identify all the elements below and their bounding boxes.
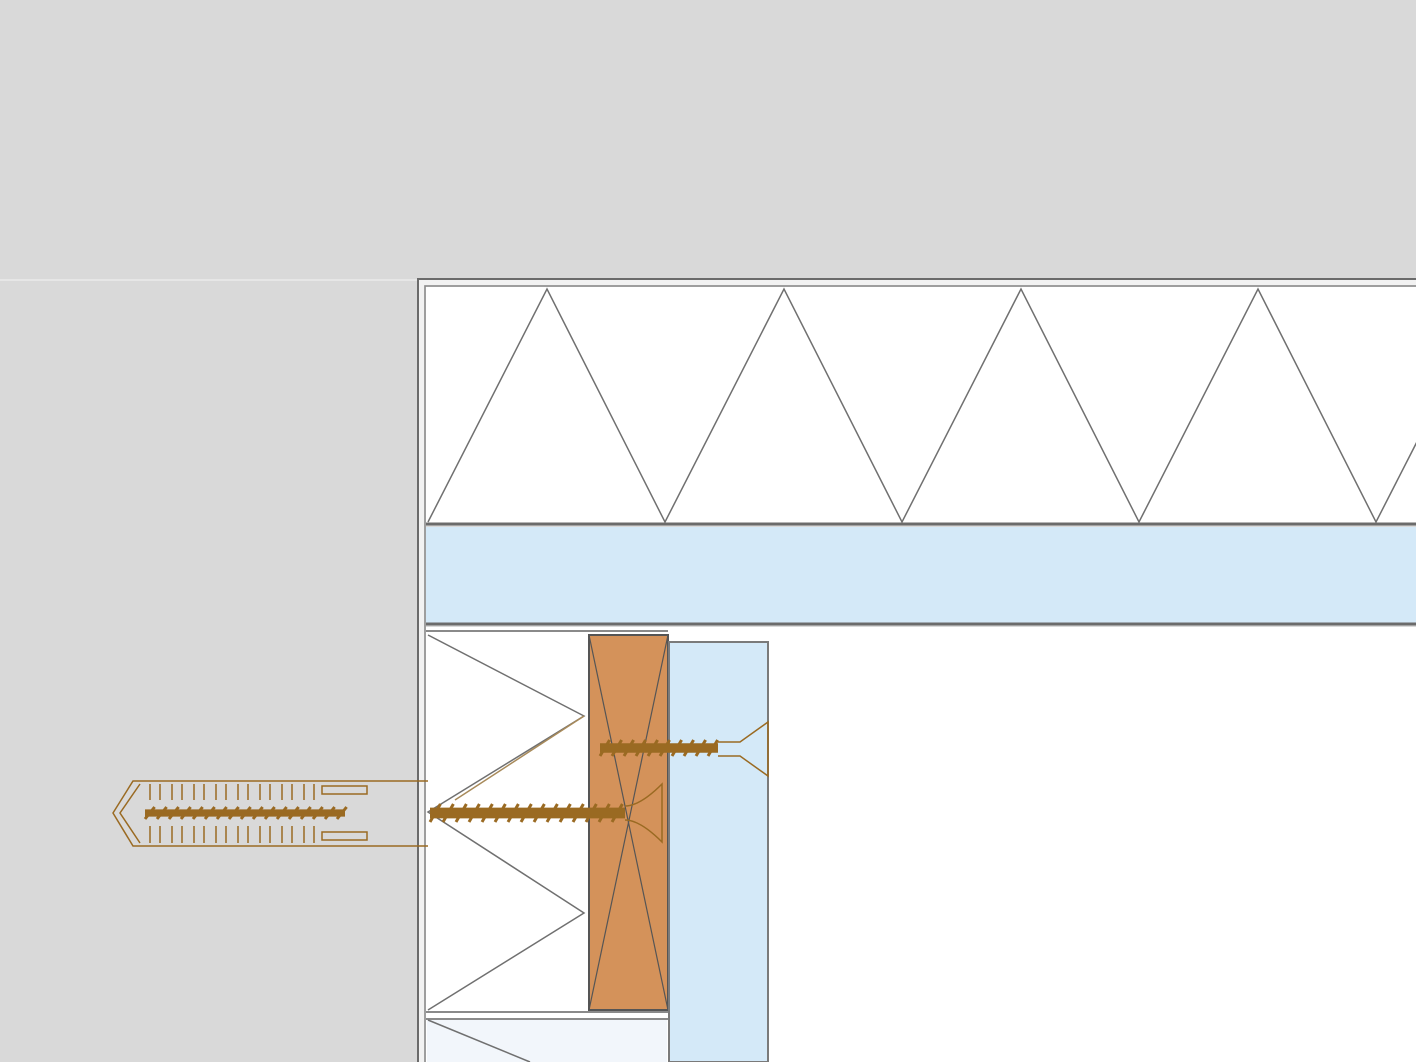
wood-stud-cross — [588, 634, 669, 1011]
screw-thread — [299, 806, 312, 820]
screw-guide-line — [454, 715, 585, 801]
screw-thread — [598, 739, 611, 757]
screw-thread — [558, 803, 572, 823]
top-board — [426, 527, 1416, 623]
wall-insulation-zigzag — [426, 634, 586, 1011]
screw-thread — [597, 803, 611, 823]
room-area — [426, 627, 1416, 1062]
screw-thread — [203, 806, 216, 820]
screw-thread — [263, 806, 276, 820]
frame-gap-left — [419, 280, 424, 1062]
screw-thread — [167, 806, 180, 820]
screw-thread — [179, 806, 192, 820]
screw-thread — [610, 739, 623, 757]
screw-thread — [323, 806, 336, 820]
screw-head — [718, 720, 769, 778]
screw-icon — [428, 782, 663, 844]
screw-thread — [634, 739, 647, 757]
screw-thread — [493, 803, 507, 823]
screw-thread — [532, 803, 546, 823]
screw-thread — [335, 806, 348, 820]
anchor-rib — [281, 784, 293, 843]
screw-thread — [311, 806, 324, 820]
screw-thread — [287, 806, 300, 820]
screw-thread — [467, 803, 481, 823]
anchor-rib — [303, 784, 315, 843]
screw-thread — [275, 806, 288, 820]
screw-thread — [239, 806, 252, 820]
anchor-rib — [171, 784, 183, 843]
screw-thread — [584, 803, 598, 823]
screw-thread — [610, 803, 624, 823]
screw-thread — [571, 803, 585, 823]
wall-anchor-icon — [112, 780, 428, 847]
screw-thread — [428, 803, 442, 823]
anchor-rib — [149, 784, 161, 843]
screw-thread — [155, 806, 168, 820]
screw-thread — [227, 806, 240, 820]
screw-thread — [622, 739, 635, 757]
anchor-rib — [193, 784, 205, 843]
screw-thread — [454, 803, 468, 823]
outer-frame — [417, 278, 1416, 1062]
inner-frame — [424, 285, 1416, 1062]
screw-thread — [480, 803, 494, 823]
anchor-rib — [215, 784, 227, 843]
screw-thread — [506, 803, 520, 823]
top-insulation-zigzag — [427, 287, 1416, 524]
lower-insulation-zigzag — [427, 1019, 531, 1062]
screw-thread — [706, 739, 719, 757]
anchor-rib — [237, 784, 249, 843]
screw-thread — [682, 739, 695, 757]
screw-thread — [441, 803, 455, 823]
screw-head — [624, 782, 663, 844]
screw-icon — [143, 806, 348, 820]
screw-thread — [215, 806, 228, 820]
screw-thread — [694, 739, 707, 757]
top-insulation — [426, 287, 1416, 523]
frame-gap — [419, 280, 1416, 285]
lower-insulation — [427, 1020, 667, 1062]
screw-thread — [143, 806, 156, 820]
screw-icon — [598, 720, 769, 778]
screw-thread — [670, 739, 683, 757]
screw-thread — [519, 803, 533, 823]
screw-thread — [545, 803, 559, 823]
screw-thread — [251, 806, 264, 820]
screw-thread — [658, 739, 671, 757]
screw-thread — [191, 806, 204, 820]
wall-board — [668, 641, 769, 1062]
anchor-rib — [259, 784, 271, 843]
screw-thread — [646, 739, 659, 757]
